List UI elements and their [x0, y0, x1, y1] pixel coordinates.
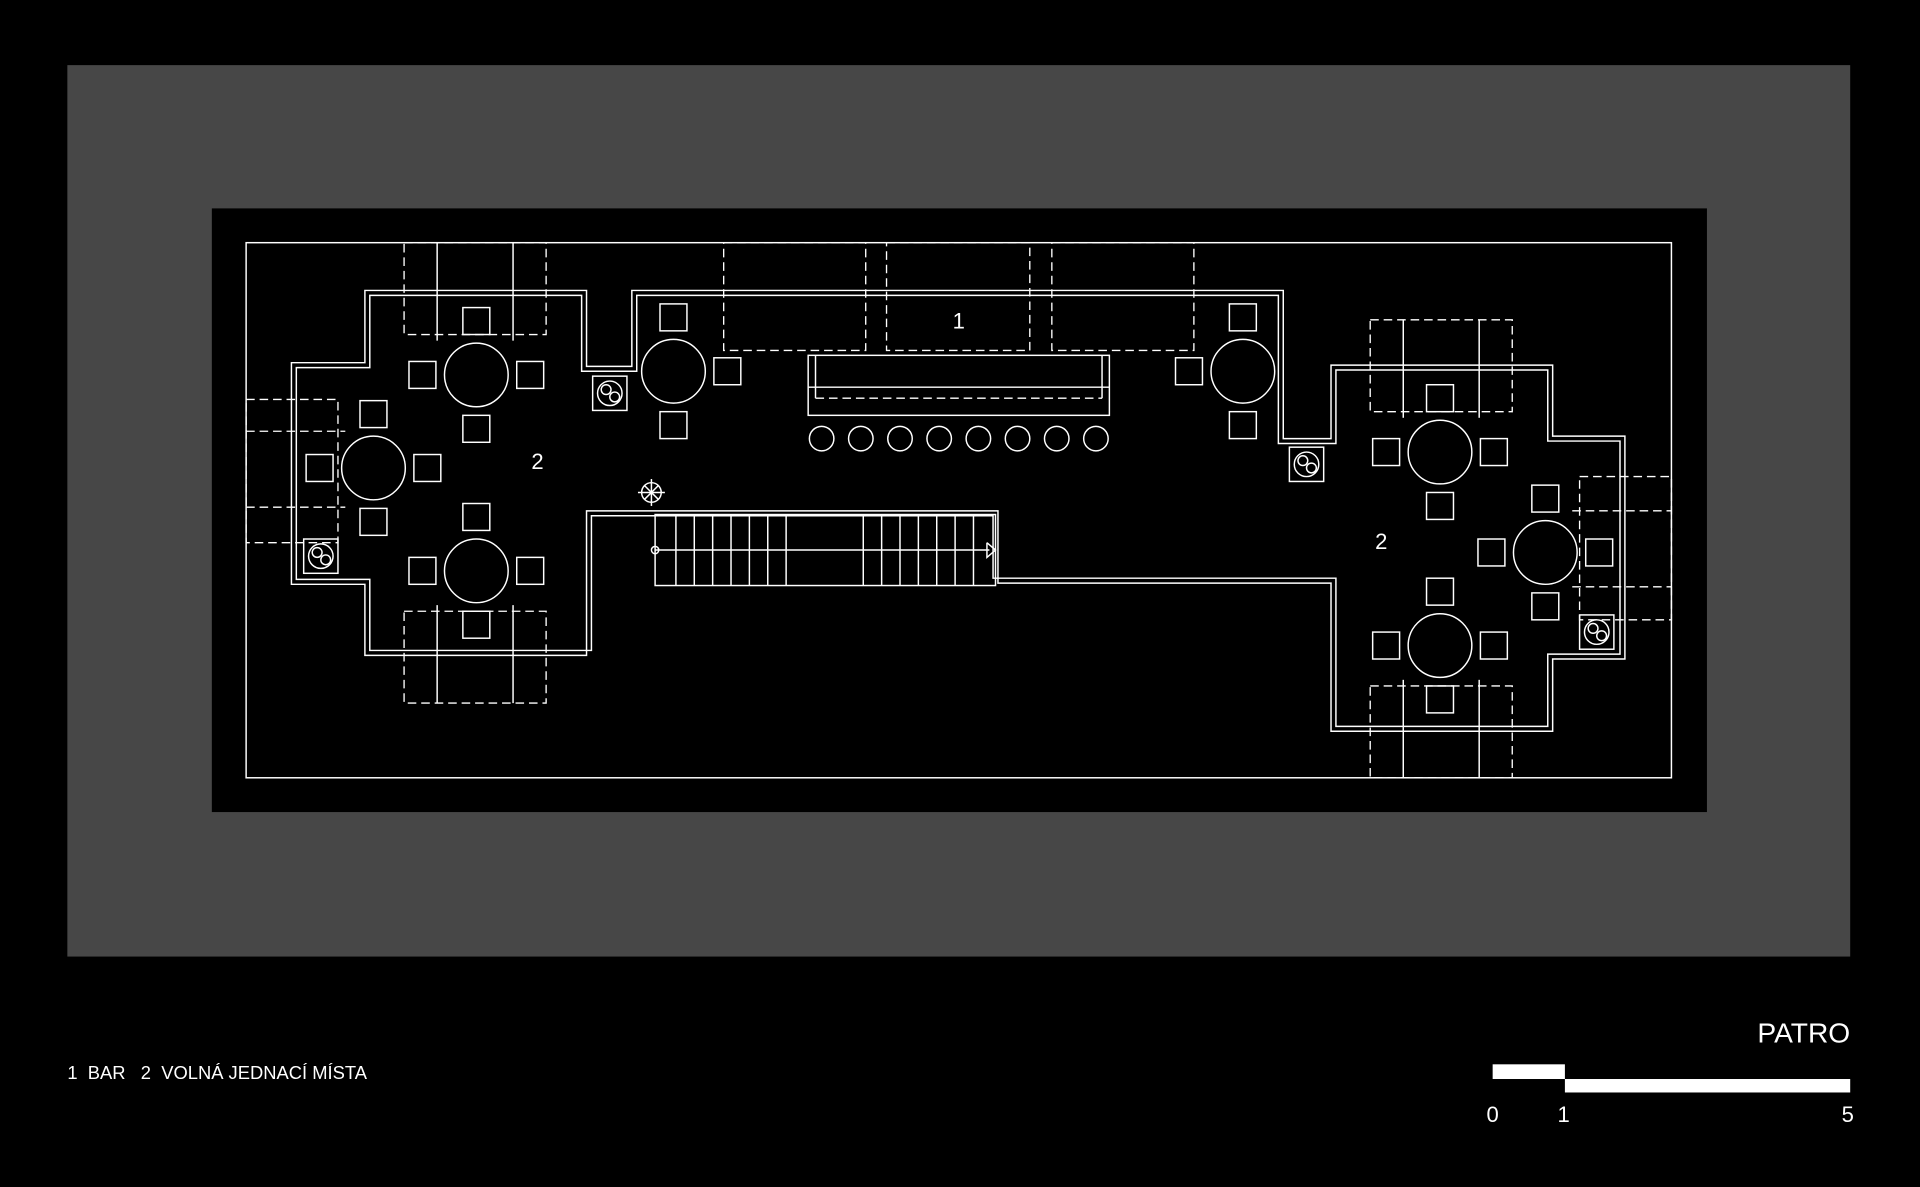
round-table: [443, 538, 509, 604]
chair: [1584, 538, 1614, 567]
scale-label-1: 1: [1558, 1102, 1570, 1127]
scale-segment-1-5: [1564, 1079, 1851, 1093]
plant-leaf: [1587, 622, 1599, 635]
room-label-meeting-right: 2: [1375, 529, 1387, 554]
dashed-canopies: [245, 242, 1673, 779]
plant-leaf: [600, 383, 612, 396]
chair: [1479, 631, 1509, 660]
round-table: [1407, 419, 1473, 485]
chair: [462, 502, 491, 532]
plant-icon: [1293, 451, 1320, 478]
chair: [359, 399, 388, 429]
chair: [1371, 631, 1401, 660]
chair: [659, 410, 688, 440]
plant-icon: [1583, 619, 1610, 646]
chair: [1425, 491, 1455, 521]
chair: [1228, 303, 1258, 332]
planter-icon: [591, 375, 628, 412]
chair: [659, 303, 688, 332]
scale-label-5: 5: [1842, 1102, 1854, 1127]
plant-leaf: [320, 554, 332, 566]
chair: [713, 357, 742, 386]
bar-stool: [847, 425, 874, 452]
planter-icon: [1288, 446, 1325, 483]
bar-counter: [807, 354, 1111, 417]
staircase: [650, 513, 997, 587]
bar-stools: [808, 425, 1109, 452]
chair: [1371, 437, 1401, 467]
round-table: [340, 435, 407, 501]
legend-text: 1 BAR 2 VOLNÁ JEDNACÍ MÍSTA: [67, 1062, 367, 1083]
round-table: [1407, 612, 1473, 679]
chair: [462, 610, 491, 639]
chair: [1228, 410, 1258, 440]
planter-icon: [1578, 614, 1615, 650]
chair: [462, 306, 491, 336]
plant-leaf: [1297, 455, 1309, 467]
chair: [408, 556, 437, 586]
bar-stool: [1043, 425, 1070, 452]
plant-leaf: [1305, 462, 1318, 474]
chair: [359, 507, 388, 537]
chair: [1531, 592, 1560, 621]
chair: [516, 556, 545, 586]
room-label-meeting-left: 2: [531, 449, 543, 474]
plant-icon: [307, 543, 334, 570]
planter-icon: [302, 538, 339, 575]
bar-stool: [1004, 425, 1031, 452]
chair: [1425, 383, 1455, 413]
plant-leaf: [311, 546, 323, 559]
round-table: [1210, 338, 1276, 404]
chair: [1425, 577, 1455, 606]
chair: [408, 360, 437, 390]
chair: [1477, 538, 1506, 567]
chair: [462, 414, 491, 444]
chair: [305, 453, 334, 483]
room-label-bar: 1: [953, 308, 965, 333]
bar-stool: [965, 425, 992, 452]
drawing-title: PATRO: [1757, 1017, 1850, 1048]
floor-outline: [290, 289, 1626, 732]
plant-icons: [302, 375, 1615, 650]
chair: [1174, 357, 1204, 386]
chair: [413, 453, 442, 483]
round-table: [1512, 519, 1578, 586]
chair: [1531, 484, 1560, 513]
light-fixture-icon: [637, 479, 665, 506]
chair: [1479, 437, 1509, 467]
chair: [1425, 685, 1455, 714]
bar-stool: [926, 425, 953, 452]
scale-segment-0-1: [1492, 1064, 1565, 1080]
plant-leaf: [609, 391, 621, 403]
scale-label-0: 0: [1487, 1102, 1499, 1127]
chair: [516, 360, 545, 390]
plant-leaf: [1596, 630, 1608, 642]
tables: [305, 303, 1614, 714]
scale-bar: 0 1 5: [1487, 1064, 1854, 1127]
plant-icon: [596, 380, 623, 407]
bar-stool: [1082, 425, 1109, 452]
bar-stool: [808, 425, 835, 452]
round-table: [443, 342, 509, 408]
round-table: [640, 338, 707, 404]
bar-stool: [887, 425, 913, 452]
